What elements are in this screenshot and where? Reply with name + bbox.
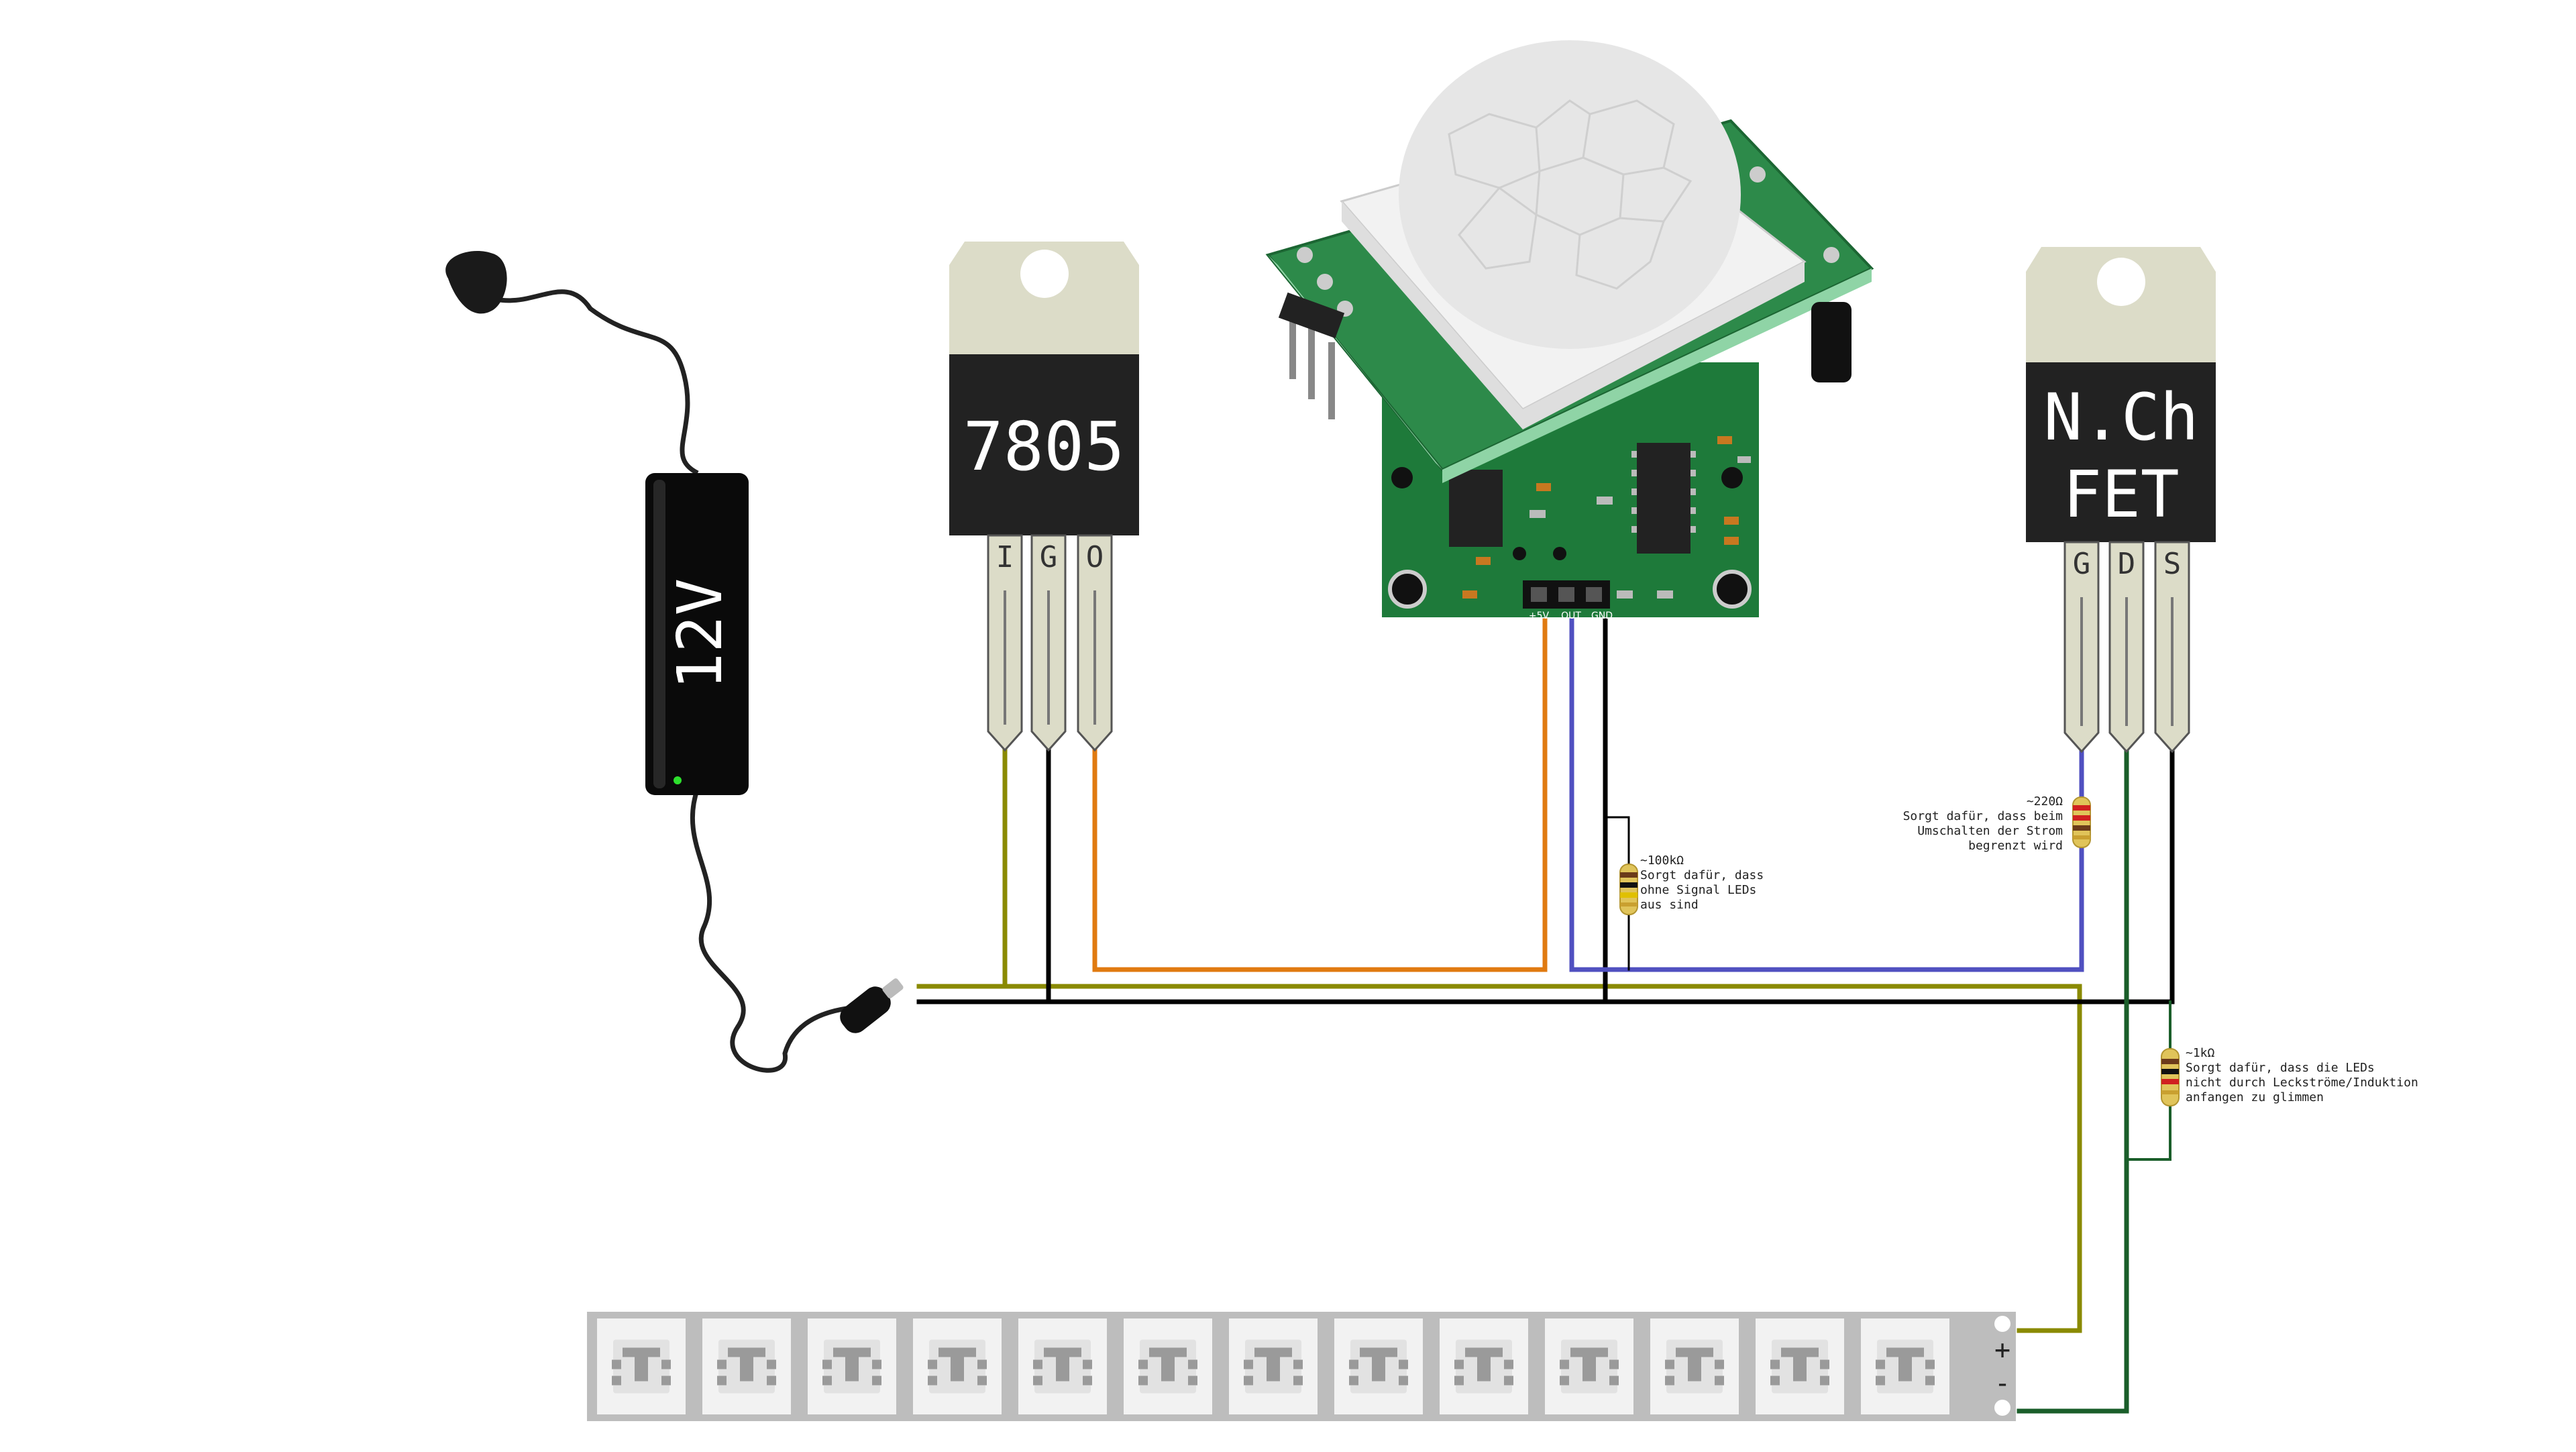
regulator-label: 7805 [963, 407, 1125, 486]
led-cell [1440, 1318, 1528, 1414]
fet-label-line1: N.Ch [2043, 380, 2198, 455]
power-cable-top [482, 289, 699, 476]
led-cell [1861, 1318, 1949, 1414]
bleed-note-2: nicht durch Leckströme/Induktion [2186, 1076, 2418, 1090]
wire-signal [1569, 618, 2084, 972]
wire-pulldown [1604, 816, 1630, 971]
led-cell [808, 1318, 896, 1414]
resistor-gate: ~220Ω Sorgt dafür, dass beim Umschalten … [1903, 794, 2091, 853]
regulator-pin-g: G [1040, 540, 1058, 574]
gate-value: ~220Ω [2027, 794, 2063, 809]
pir-pin-gnd: GND [1591, 611, 1613, 621]
fet-pin-g: G [2073, 547, 2091, 581]
plug-icon [445, 250, 507, 314]
wires [916, 618, 2175, 1414]
wire-12v [916, 984, 2082, 1333]
pulldown-note-1: Sorgt dafür, dass [1640, 868, 1764, 882]
regulator-mount-hole [1020, 250, 1069, 298]
pir-pin-out: OUT [1561, 611, 1581, 621]
led-cell [1650, 1318, 1739, 1414]
fet-pin-s: S [2163, 547, 2182, 581]
power-led [674, 776, 682, 784]
pir-transistor [1449, 470, 1503, 547]
gate-note-3: begrenzt wird [1968, 839, 2063, 853]
pir-pin-5v: +5V [1529, 611, 1550, 621]
pir-mount-hole-right [1713, 570, 1752, 609]
led-cell [597, 1318, 686, 1414]
dc-barrel-plug [840, 978, 904, 1033]
bleed-value: ~1kΩ [2186, 1046, 2215, 1060]
bleed-note-1: Sorgt dafür, dass die LEDs [2186, 1061, 2375, 1075]
fet-mount-hole [2097, 258, 2145, 306]
resistor-bleed: ~1kΩ Sorgt dafür, dass die LEDs nicht du… [2161, 1046, 2418, 1106]
led-cell [1756, 1318, 1844, 1414]
wire-bleed [2125, 1000, 2171, 1161]
wire-gnd [916, 747, 2175, 1004]
dome-facets-icon [1448, 99, 1693, 290]
regulator-body [949, 354, 1139, 535]
n-channel-fet: N.Ch FET G D S [2026, 247, 2216, 754]
led-cell [1018, 1318, 1107, 1414]
power-brick [645, 473, 749, 795]
pir-fresnel-dome [1399, 40, 1741, 349]
led-cells [597, 1318, 1949, 1414]
led-cell [913, 1318, 1002, 1414]
strip-pad-minus [1994, 1400, 2010, 1416]
fet-pins: G D S [2063, 541, 2190, 754]
bleed-note-3: anfangen zu glimmen [2186, 1090, 2324, 1104]
regulator-pins: I G O [987, 534, 1113, 752]
wire-drain [2017, 747, 2129, 1414]
power-supply: 12V [445, 250, 904, 1073]
led-cell [1545, 1318, 1633, 1414]
led-cell [702, 1318, 791, 1414]
fet-label-line2: FET [2063, 457, 2179, 532]
led-cell [1124, 1318, 1212, 1414]
strip-pad-plus [1994, 1316, 2010, 1332]
regulator-tab [949, 242, 1139, 354]
pir-sensor: +5V OUT GND [1265, 40, 1874, 621]
regulator-pin-i: I [996, 540, 1014, 574]
strip-minus-label: - [1994, 1368, 2010, 1399]
pir-ic-chip [1637, 443, 1690, 554]
power-cable-bottom [690, 787, 879, 1073]
pulldown-note-3: aus sind [1640, 898, 1699, 912]
led-strip: + - [587, 1312, 2016, 1421]
regulator-pin-o: O [1086, 540, 1104, 574]
pulldown-value: ~100kΩ [1640, 853, 1684, 868]
strip-plus-label: + [1994, 1335, 2010, 1365]
voltage-regulator-7805: 7805 I G O [949, 242, 1139, 752]
gate-note-2: Umschalten der Strom [1917, 824, 2063, 838]
fet-body [2026, 362, 2216, 542]
gate-note-1: Sorgt dafür, dass beim [1903, 809, 2063, 823]
led-cell [1229, 1318, 1318, 1414]
wire-5v [1092, 618, 1548, 972]
led-cell [1334, 1318, 1423, 1414]
fet-pin-d: D [2118, 547, 2136, 581]
pir-mount-hole-left [1388, 570, 1427, 609]
resistor-pulldown: ~100kΩ Sorgt dafür, dass ohne Signal LED… [1619, 853, 1764, 915]
power-supply-label: 12V [664, 578, 736, 690]
pulldown-note-2: ohne Signal LEDs [1640, 883, 1756, 897]
